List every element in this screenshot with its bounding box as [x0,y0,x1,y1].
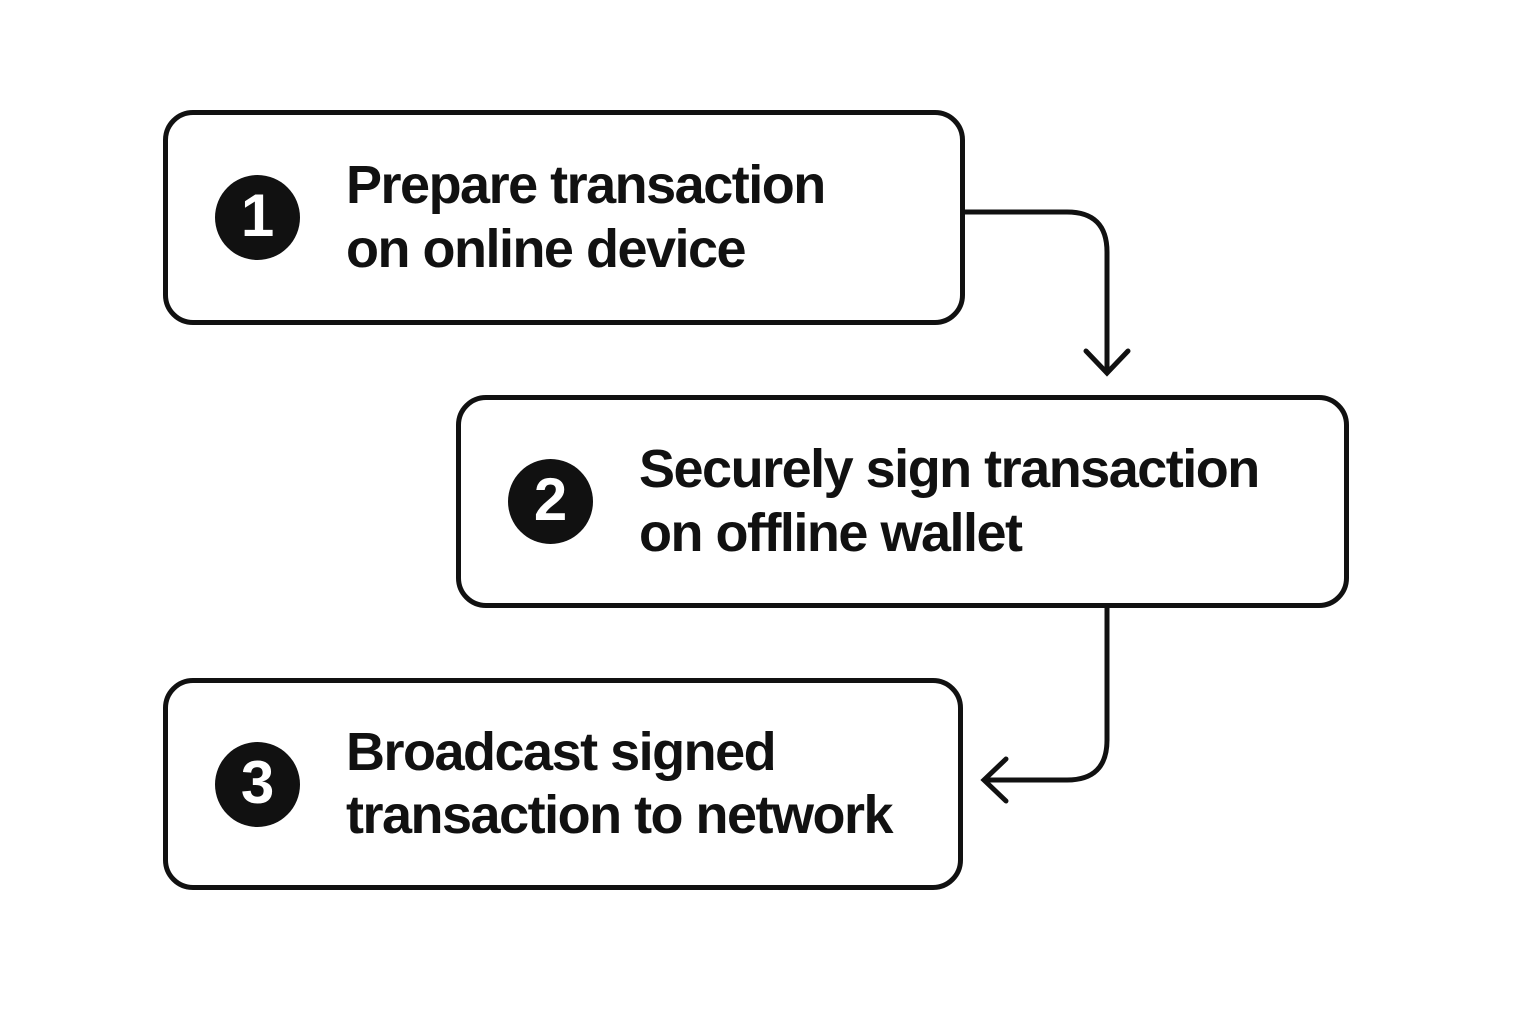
step-1-number-badge: 1 [215,175,300,260]
step-1-label: Prepare transaction on online device [346,154,826,280]
step-label-line: on online device [346,218,747,279]
step-card-2: 2 Securely sign transaction on offline w… [456,395,1349,608]
step-label-line: Prepare transaction [346,155,826,216]
step-label-line: on offline wallet [639,502,1023,563]
arrow-step2-to-step3-arrowhead-icon [980,756,1009,804]
step-number: 3 [240,748,275,816]
step-card-1: 1 Prepare transaction on online device [163,110,965,325]
step-2-label: Securely sign transaction on offline wal… [639,438,1260,564]
arrow-step1-to-step2-shaft [962,209,1110,371]
step-number: 2 [533,466,568,533]
step-3-number-badge: 3 [215,741,300,827]
step-card-3: 3 Broadcast signed transaction to networ… [163,678,963,890]
step-label-line: Broadcast signed [346,721,777,782]
arrow-step2-to-step3-shaft [986,605,1110,783]
step-label-line: transaction to network [346,785,894,845]
step-2-number-badge: 2 [508,459,593,544]
step-label-line: Securely sign transaction [639,439,1260,500]
step-3-label: Broadcast signed transaction to network [346,721,894,847]
arrow-step1-to-step2-arrowhead-icon [1083,348,1131,377]
step-number: 1 [240,182,275,249]
